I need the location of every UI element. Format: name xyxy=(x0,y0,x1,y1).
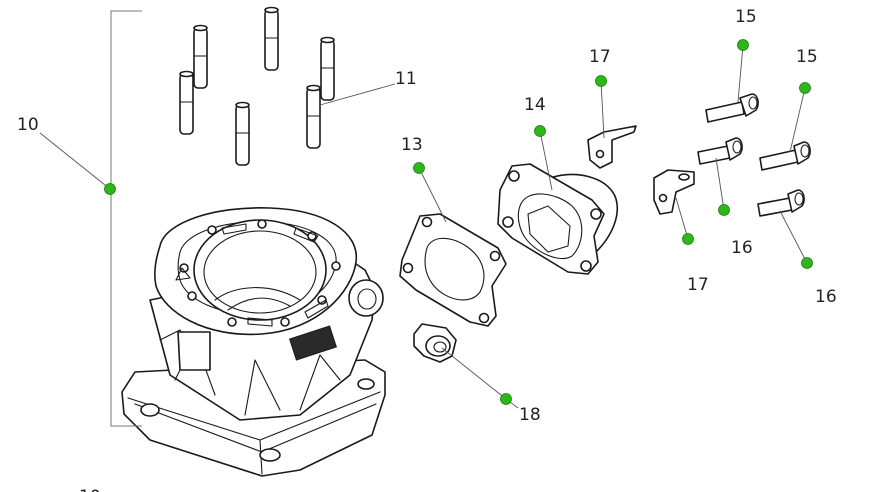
cylinder-block xyxy=(121,207,386,477)
callout-17-bottom: 17 xyxy=(687,275,709,295)
marker-dots xyxy=(104,39,813,405)
bolt-upper xyxy=(705,93,759,123)
callout-11: 11 xyxy=(395,69,417,89)
leader-lines xyxy=(39,44,808,409)
bolt-right-upper xyxy=(759,141,811,171)
marker-dot xyxy=(595,75,607,87)
plug-cap xyxy=(413,323,457,363)
marker-dot xyxy=(413,162,425,174)
marker-dot xyxy=(104,183,116,195)
callout-17-top: 17 xyxy=(589,47,611,67)
callout-15-right: 15 xyxy=(796,47,818,67)
callout-10: 10 xyxy=(17,115,39,135)
callout-14: 14 xyxy=(524,95,546,115)
marker-dot xyxy=(534,125,546,137)
callout-16-right: 16 xyxy=(815,287,837,307)
stud xyxy=(264,6,279,71)
callout-18: 18 xyxy=(519,405,541,425)
mounting-bracket-lower xyxy=(653,169,695,215)
bolt-middle xyxy=(697,137,743,165)
marker-dot xyxy=(500,393,512,405)
marker-dot xyxy=(799,82,811,94)
callout-labels: 10 11 13 14 15 15 16 16 17 17 18 10 xyxy=(17,7,837,492)
mounting-bracket-upper xyxy=(587,125,637,169)
stud xyxy=(320,36,335,101)
stud xyxy=(193,24,208,89)
callout-10-partial: 10 xyxy=(79,487,101,492)
stud xyxy=(179,70,194,135)
group-bracket xyxy=(110,10,142,427)
marker-dot xyxy=(737,39,749,51)
callout-15-top: 15 xyxy=(735,7,757,27)
exhaust-gasket xyxy=(399,213,507,327)
marker-dot xyxy=(801,257,813,269)
callout-16-middle: 16 xyxy=(731,238,753,258)
bolt-right-lower xyxy=(757,189,805,217)
marker-dot xyxy=(682,233,694,245)
stud xyxy=(235,101,250,166)
exhaust-flange xyxy=(497,163,619,275)
stud xyxy=(306,84,321,149)
callout-13: 13 xyxy=(401,135,423,155)
cylinder-studs xyxy=(179,6,335,166)
marker-dot xyxy=(718,204,730,216)
